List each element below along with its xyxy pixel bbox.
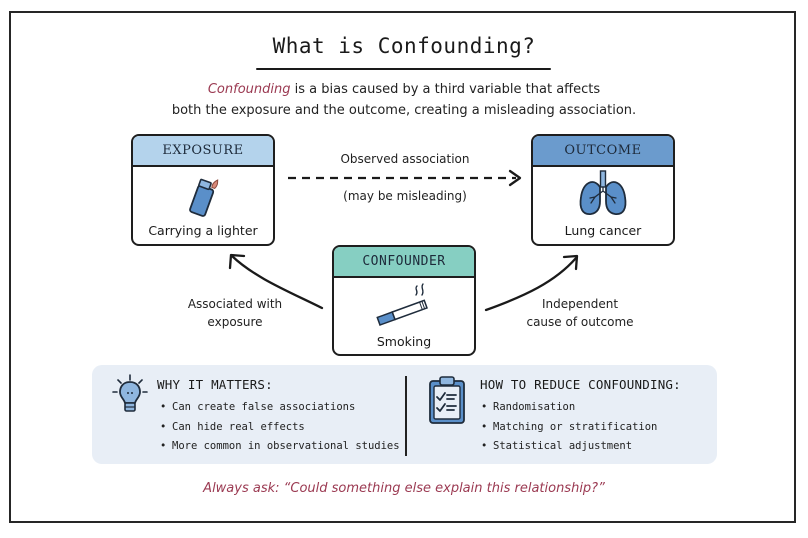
list-item: Matching or stratification — [481, 418, 657, 438]
independent-cause-label: Independent cause of outcome — [510, 295, 650, 331]
exposure-label: Carrying a lighter — [148, 223, 258, 238]
list-item: Statistical adjustment — [481, 437, 657, 457]
cigarette-icon — [376, 283, 428, 326]
lighter-icon — [189, 178, 219, 217]
exposure-box: EXPOSURE Carrying a lighter — [131, 134, 275, 246]
confounder-heading: CONFOUNDER — [334, 247, 474, 278]
associated-line2: exposure — [207, 315, 263, 329]
intro-line1: is a bias caused by a third variable tha… — [290, 82, 601, 97]
independent-line2: cause of outcome — [526, 315, 634, 329]
list-item: Can create false associations — [160, 398, 400, 418]
intro-highlight: Confounding — [207, 82, 291, 97]
list-item: Randomisation — [481, 398, 657, 418]
title-underline — [256, 68, 551, 70]
exposure-heading: EXPOSURE — [133, 136, 273, 167]
footer-quote: Always ask: “Could something else explai… — [203, 481, 605, 496]
intro-text: Confounding is a bias caused by a third … — [0, 79, 808, 121]
panel-divider — [405, 376, 407, 456]
list-item: More common in observational studies — [160, 437, 400, 457]
outcome-heading: OUTCOME — [533, 136, 673, 167]
outcome-box: OUTCOME Lung cancer — [531, 134, 675, 246]
list-item: Can hide real effects — [160, 418, 400, 438]
page-title: What is Confounding? — [272, 34, 536, 58]
how-to-reduce-list: Randomisation Matching or stratification… — [481, 398, 657, 457]
lungs-icon — [579, 170, 627, 215]
outcome-label: Lung cancer — [564, 223, 642, 238]
why-it-matters-heading: WHY IT MATTERS: — [157, 377, 273, 392]
independent-line1: Independent — [541, 297, 619, 311]
confounder-box: CONFOUNDER Smoking — [332, 245, 476, 356]
intro-line2: both the exposure and the outcome, creat… — [171, 103, 637, 118]
outer-frame — [9, 11, 796, 523]
associated-line1: Associated with — [187, 297, 283, 311]
may-be-misleading-label: (may be misleading) — [343, 189, 467, 203]
confounder-label: Smoking — [376, 334, 432, 349]
clipboard-checklist-icon — [429, 376, 465, 424]
associated-with-exposure-label: Associated with exposure — [165, 295, 305, 331]
why-it-matters-list: Can create false associations Can hide r… — [160, 398, 400, 457]
observed-association-label: Observed association — [340, 152, 470, 166]
how-to-reduce-heading: HOW TO REDUCE CONFOUNDING: — [480, 377, 681, 392]
lightbulb-icon — [112, 374, 148, 412]
